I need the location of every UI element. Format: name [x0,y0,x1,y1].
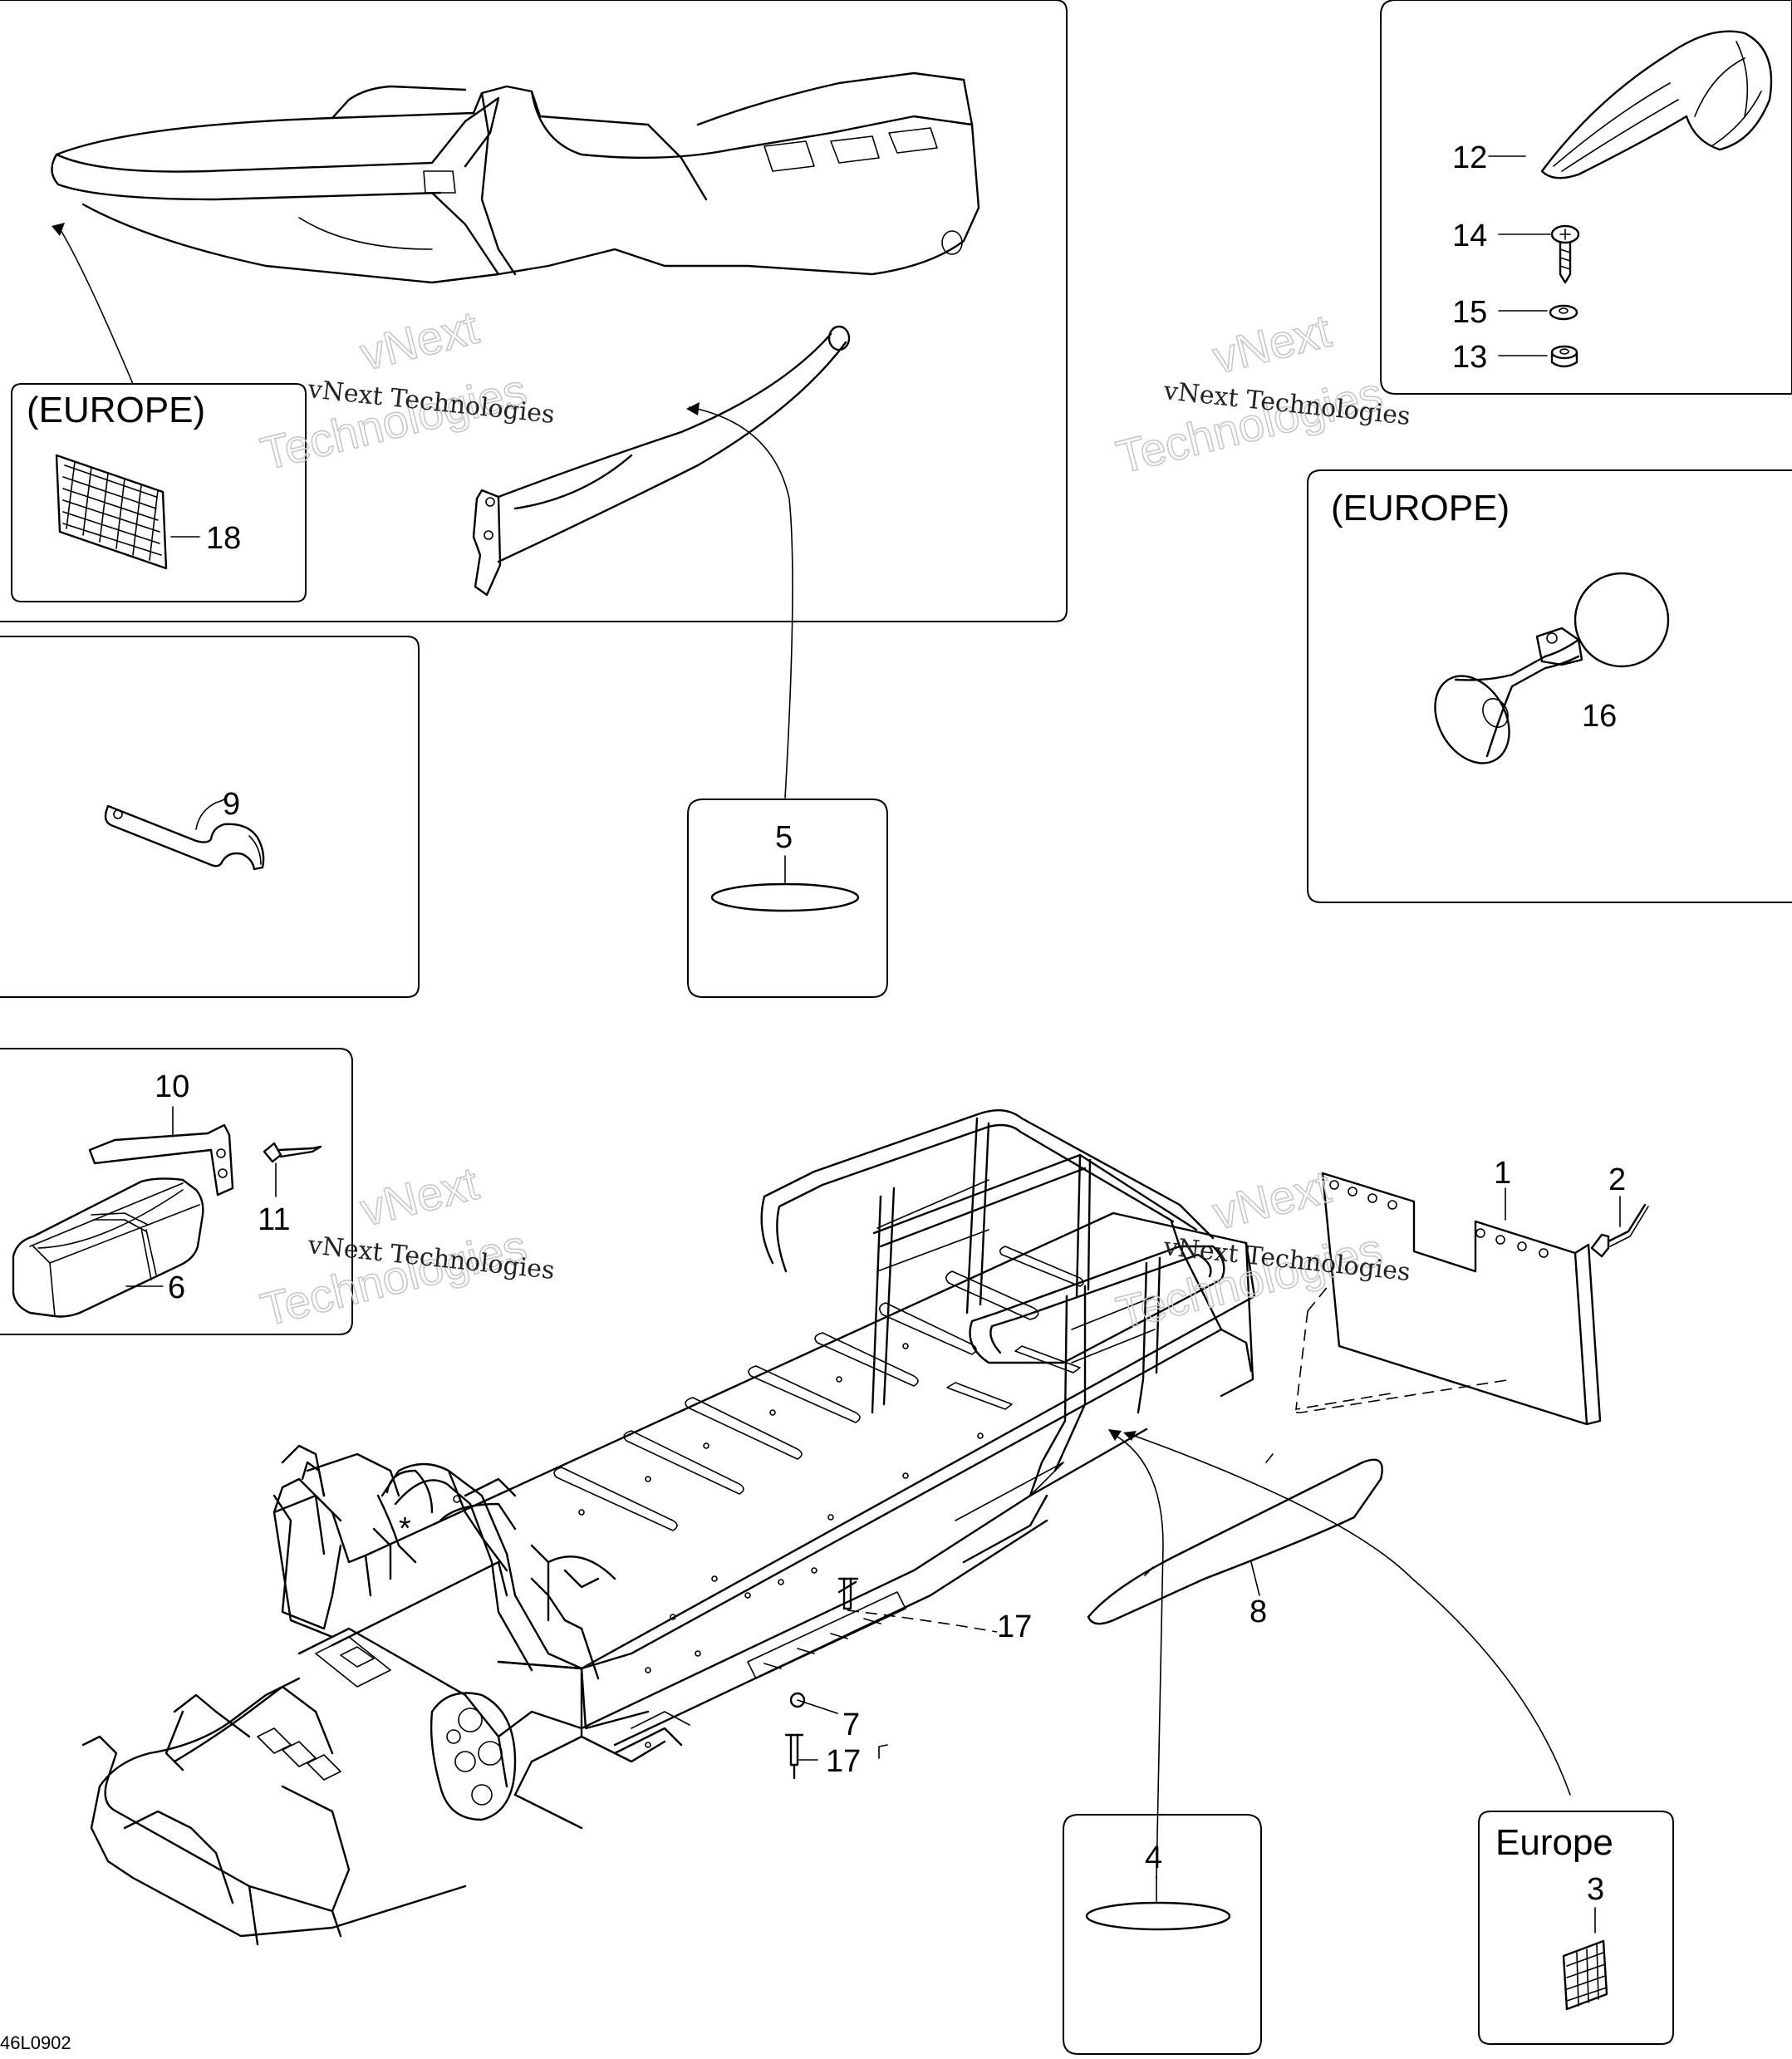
bag-6-drawing [12,1177,204,1318]
europe-header-top-left: (EUROPE) [27,390,205,430]
panel-decal-4: 4 [1063,1814,1262,2055]
asterisk-mark: * [399,1511,411,1546]
callout-13: 13 [1452,340,1487,375]
callout-15: 15 [1452,295,1487,330]
callout-6: 6 [168,1270,185,1305]
rivet-11-drawing [263,1142,322,1163]
rivet-17-lower-drawing [784,1733,804,1780]
panel-bag-kit: 10 11 6 [0,1048,353,1335]
panel-europe-reflector-3: Europe 3 [1478,1811,1674,2045]
callout-14: 14 [1452,219,1487,253]
callout-4: 4 [1145,1840,1162,1875]
svg-text:vNext: vNext [1208,1160,1337,1240]
rivet-17-upper-drawing [837,1577,859,1610]
svg-text:vNext: vNext [356,301,484,381]
watermark-3: vNext Technologies vNext Technologies [255,1156,556,1336]
svg-text:Technologies: Technologies [1112,366,1387,483]
callout-5: 5 [775,820,793,855]
callout-17-lower: 17 [826,1744,861,1779]
steering-post-drawing [272,1444,616,1680]
callout-16: 16 [1582,699,1617,734]
bracket-10-drawing [88,1123,234,1197]
panel-mirror: 12 14 15 13 [1380,0,1792,395]
decal-8-assembly: 8 [1087,1453,1383,1629]
reflector-3-drawing [1562,1939,1608,2011]
front-frame-drawing [81,1461,690,1946]
rivet-2-drawing [1590,1203,1649,1258]
corner-mark [878,1744,888,1759]
callout-7: 7 [842,1708,860,1742]
svg-text:vNext: vNext [1208,304,1337,384]
panel-decal-5: 5 [687,799,888,998]
europe-reflector-box-18: (EUROPE) 18 [11,383,307,602]
rear-rack-drawing [760,1108,1253,1497]
rear-bumper-drawing [51,71,980,284]
decal-5-drawing [710,882,860,912]
callout-11: 11 [258,1202,290,1237]
watermark-2: vNext Technologies vNext Technologies [1111,303,1412,484]
watermark-1: vNext Technologies vNext Technologies [255,300,556,480]
callout-2: 2 [1608,1162,1626,1197]
callout-3: 3 [1587,1872,1604,1907]
reflector-18-drawing [55,454,168,570]
main-frame-assembly: * 17 17 7 [81,1108,1397,1946]
screw-14-drawing [1550,224,1580,284]
spanner-9-drawing [104,804,265,871]
deck-slots [553,1246,1084,1531]
decal-8-drawing [1087,1458,1383,1625]
panel-bumper: (EUROPE) 18 [0,0,1068,799]
diagram-code: 46L0902 [0,2032,71,2053]
decal-4-drawing [1085,1901,1231,1931]
svg-text:vNext: vNext [356,1157,484,1236]
callout-1: 1 [1494,1156,1511,1191]
nut-13-drawing [1550,345,1578,368]
callout-10: 10 [155,1069,189,1104]
mud-flap-1-drawing [1321,1172,1602,1426]
mirror-12-drawing [1540,30,1773,179]
europe-header-horn: (EUROPE) [1331,488,1510,528]
callout-8: 8 [1249,1595,1267,1629]
callout-18: 18 [206,521,241,556]
leader-3 [1129,1433,1571,1796]
panel-spanner: 9 [0,636,420,998]
horn-16-drawing [1434,572,1670,764]
callout-9: 9 [223,787,240,822]
callout-17-upper: 17 [997,1609,1032,1644]
europe-header-reflector: Europe [1495,1822,1613,1863]
mud-flap-assembly: 1 2 [1296,1156,1649,1426]
callout-12: 12 [1452,140,1487,175]
deck-rivets [578,1343,984,1673]
grab-handle-drawing [472,325,851,597]
washer-15-drawing [1549,304,1578,321]
leader-4 [1112,1433,1164,1879]
panel-europe-horn: (EUROPE) 16 [1307,469,1792,903]
tunnel-deck-drawing [364,1211,1256,1747]
